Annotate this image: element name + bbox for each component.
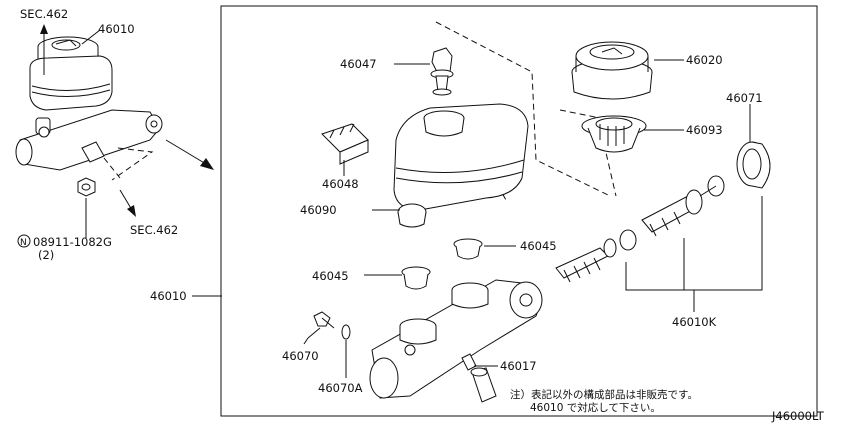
note-line-2: 46010 で対応して下さい。 <box>530 401 661 414</box>
exploded-view-frame <box>220 5 818 417</box>
part-46093-strainer-drawing <box>581 115 684 153</box>
label-46071: 46071 <box>726 91 763 105</box>
label-46070a: 46070A <box>318 381 363 395</box>
part-46017-plug-drawing <box>461 353 498 403</box>
label-46093: 46093 <box>686 123 723 137</box>
label-46020: 46020 <box>686 53 723 67</box>
nut-part-number-label: 08911-1082G <box>33 235 112 249</box>
n-symbol-letter: N <box>20 238 27 248</box>
label-46047: 46047 <box>340 57 377 71</box>
sec-462-bottom-label: SEC.462 <box>130 223 178 237</box>
n-symbol-icon <box>17 234 31 248</box>
overview-assembly-drawing <box>15 24 214 238</box>
label-46070: 46070 <box>282 349 319 363</box>
label-46010: 46010 <box>150 289 187 303</box>
part-46048-connector-drawing <box>321 123 369 176</box>
part-46090-reservoir-drawing <box>372 103 529 228</box>
label-46045-lower: 46045 <box>312 269 349 283</box>
part-46020-cap-drawing <box>571 41 684 100</box>
note-line-1: 注）表記以外の構成部品は非販売です。 <box>510 388 698 401</box>
label-46010k: 46010K <box>672 315 717 329</box>
sec-462-top-label: SEC.462 <box>20 7 68 21</box>
overview-46010-label: 46010 <box>98 22 135 36</box>
label-46017: 46017 <box>500 359 537 373</box>
sheet-id-label: J46000LT <box>771 409 825 423</box>
part-46010-cylinder-body-drawing <box>369 279 543 399</box>
part-46045-grommets-drawing <box>364 238 516 290</box>
part-46071-seal-drawing <box>736 104 771 189</box>
label-46048: 46048 <box>322 177 359 191</box>
label-46090: 46090 <box>300 203 337 217</box>
part-46070-screw-drawing <box>303 311 351 378</box>
part-46010k-piston-assembly-drawing <box>555 175 763 312</box>
nut-quantity-label: (2) <box>38 248 54 262</box>
part-46047-bolt-drawing <box>394 47 454 96</box>
label-46045-upper: 46045 <box>520 239 557 253</box>
